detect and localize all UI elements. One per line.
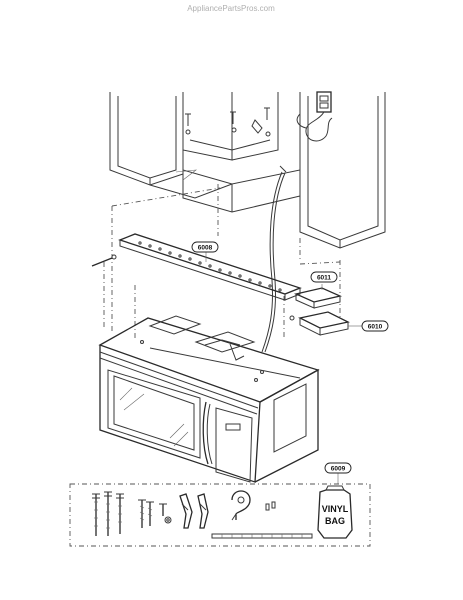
- svg-text:6008: 6008: [198, 245, 213, 252]
- projection-lines: [103, 184, 341, 340]
- side-vent: [273, 383, 307, 453]
- toggle-bolt-2: [104, 491, 112, 536]
- wall-outlet: [296, 91, 333, 142]
- wall-clip: [251, 119, 263, 134]
- oven-door-window: [107, 369, 201, 459]
- callout-6010: 6010: [361, 320, 389, 332]
- mounting-plate: [118, 233, 302, 301]
- svg-text:BAG: BAG: [325, 516, 345, 526]
- vinyl-bag: VINYL BAG: [317, 485, 353, 539]
- wing-clip-1: [179, 493, 193, 529]
- watermark-text: AppliancePartsPros.com: [187, 4, 275, 13]
- control-panel: [215, 407, 253, 483]
- mounting-screw: [91, 254, 117, 267]
- wing-clip-2: [197, 493, 209, 529]
- hex-screw-2: [271, 501, 276, 509]
- microwave-oven: [98, 315, 320, 483]
- callout-6008: 6008: [191, 241, 219, 253]
- svg-text:6010: 6010: [368, 324, 383, 331]
- door-handle: [202, 401, 213, 465]
- mounting-plate-holes: [138, 241, 282, 292]
- wood-screw-2: [146, 501, 154, 526]
- small-screw: [159, 503, 167, 516]
- svg-text:VINYL: VINYL: [322, 504, 349, 514]
- cabinet-screw-center: [230, 111, 237, 133]
- cable-clamp: [231, 490, 251, 521]
- cabinet-screw-right: [264, 107, 271, 137]
- duct-connector-upper: [293, 287, 343, 309]
- cabinet-screw-left: [185, 113, 191, 135]
- hex-screw-1: [265, 503, 270, 511]
- cabinet-shadow: [175, 169, 198, 181]
- toggle-bolt-1: [92, 493, 100, 536]
- callout-6009: 6009: [324, 462, 352, 474]
- filler-strip: [211, 533, 313, 539]
- grommet: [164, 516, 172, 524]
- wood-screw-1: [138, 499, 146, 528]
- power-cord: [261, 165, 287, 353]
- duct-connector-lower: [289, 311, 350, 336]
- upper-cabinets: [109, 92, 386, 249]
- svg-text:6009: 6009: [331, 466, 346, 473]
- kit-border: [69, 483, 371, 547]
- callout-6011: 6011: [310, 271, 338, 283]
- toggle-bolt-3: [116, 493, 124, 534]
- svg-text:6011: 6011: [317, 275, 331, 282]
